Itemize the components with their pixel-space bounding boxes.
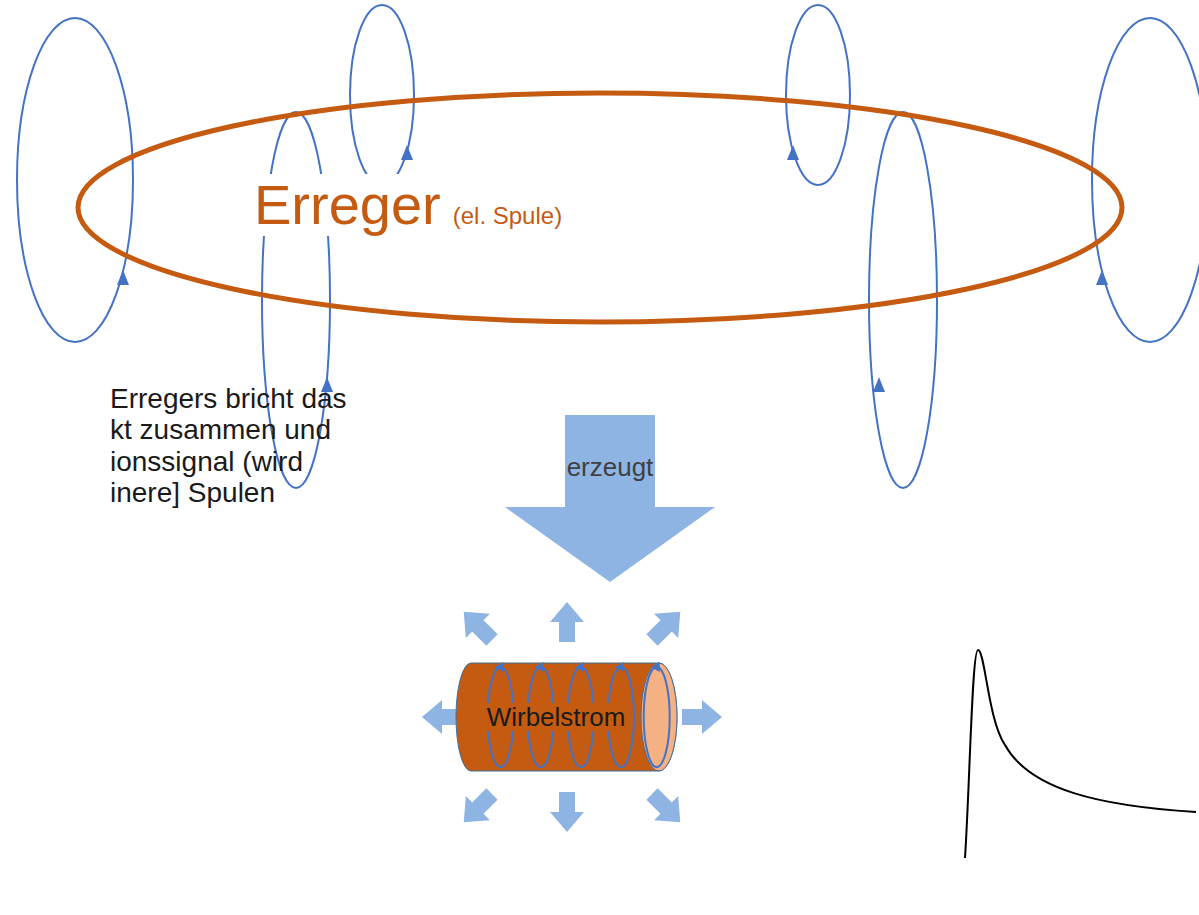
field-arrowhead	[787, 145, 799, 160]
radiation-arrow	[452, 782, 504, 834]
text-group: Wirbelstrom	[456, 662, 657, 772]
radiation-arrow	[550, 792, 584, 832]
current-arrowhead	[615, 662, 624, 672]
radiation-arrow	[682, 700, 722, 734]
eddy-current-body: Wirbelstrom	[456, 662, 679, 772]
signal-curve	[965, 650, 1196, 858]
node-subtitle: (el. Spule)	[450, 203, 565, 229]
field-arrowhead	[117, 270, 129, 285]
node-outline	[75, 90, 1125, 325]
cylinder-cap	[641, 663, 677, 771]
field-arrowhead	[1096, 270, 1108, 285]
node-title: Erreger	[251, 174, 444, 236]
cylinder-body	[456, 663, 677, 771]
radiation-arrow	[452, 600, 504, 652]
radiation-arrow	[640, 600, 692, 652]
block-arrow	[505, 415, 715, 582]
current-arrowhead	[650, 662, 659, 672]
radiation-arrow	[640, 782, 692, 834]
text-group: Erreger(el. Spule)	[251, 174, 565, 236]
current-arrowhead	[494, 662, 503, 672]
field-arrowhead	[401, 145, 413, 160]
current-arrowhead	[534, 662, 543, 672]
coil-ellipse	[78, 93, 1122, 322]
field-arrowhead	[873, 377, 885, 392]
node-title: Wirbelstrom	[484, 703, 629, 732]
current-arrowhead	[575, 662, 584, 672]
arrow-label: erzeugt	[567, 453, 654, 482]
note-text: Erregers bricht das kt zusammen und ions…	[110, 383, 353, 508]
field-line	[786, 5, 850, 185]
exciter-coil: Erreger(el. Spule)	[75, 90, 1125, 325]
current-ring	[643, 667, 669, 767]
field-line	[350, 5, 414, 185]
radiation-arrow	[550, 602, 584, 642]
field-line	[17, 18, 133, 342]
